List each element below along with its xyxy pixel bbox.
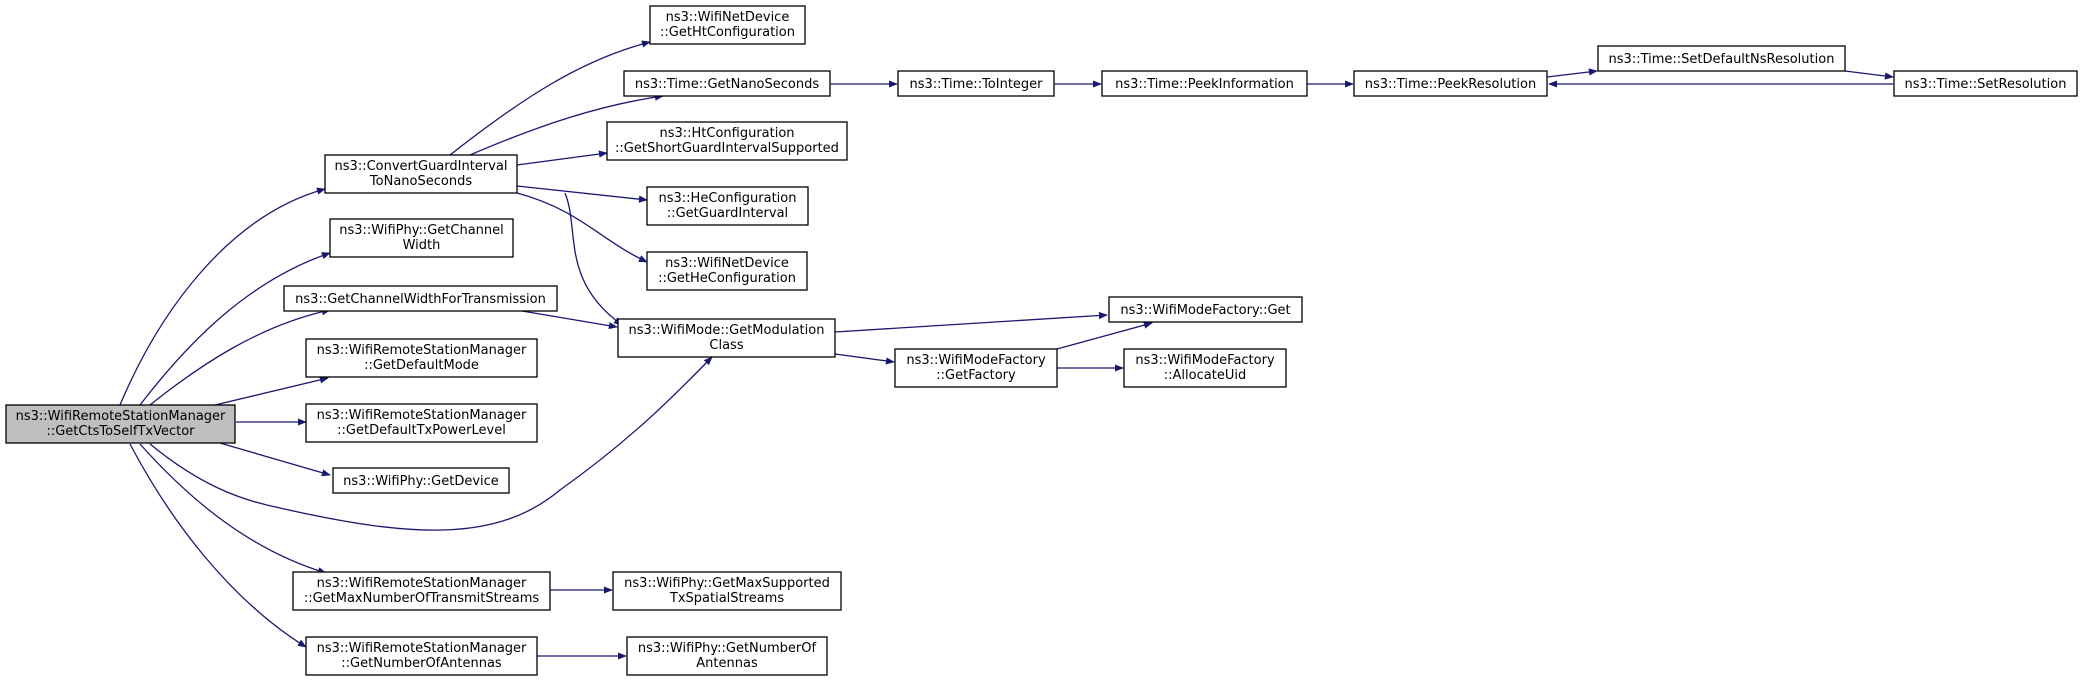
node-get-number-of-antennas[interactable]: ns3::WifiRemoteStationManager ::GetNumbe… xyxy=(305,636,538,676)
svg-text:Antennas: Antennas xyxy=(696,656,758,671)
svg-text:ns3::Time::SetDefaultNsResolut: ns3::Time::SetDefaultNsResolution xyxy=(1609,52,1835,67)
node-get-cts-to-self-tx-vector[interactable]: ns3::WifiRemoteStationManager ::GetCtsTo… xyxy=(5,404,236,444)
svg-text:ns3::WifiNetDevice: ns3::WifiNetDevice xyxy=(666,10,790,25)
edge-convert-to-nanosec xyxy=(469,93,664,156)
node-time-peek-information[interactable]: ns3::Time::PeekInformation xyxy=(1101,70,1308,97)
edge-convert-to-shortgi xyxy=(516,150,608,166)
node-get-channel-width-for-transmission[interactable]: ns3::GetChannelWidthForTransmission xyxy=(283,285,558,312)
node-wifimodefactory-get[interactable]: ns3::WifiModeFactory::Get xyxy=(1108,296,1303,323)
svg-text:Width: Width xyxy=(403,238,441,253)
node-convert-guard-interval-to-nano-seconds[interactable]: ns3::ConvertGuardInterval ToNanoSeconds xyxy=(324,154,518,194)
svg-text:ns3::WifiRemoteStationManager: ns3::WifiRemoteStationManager xyxy=(317,641,527,656)
node-wifiphy-get-device[interactable]: ns3::WifiPhy::GetDevice xyxy=(332,467,510,494)
svg-text:::GetCtsToSelfTxVector: ::GetCtsToSelfTxVector xyxy=(46,424,195,439)
svg-text:::GetDefaultTxPowerLevel: ::GetDefaultTxPowerLevel xyxy=(337,423,506,438)
svg-text:Class: Class xyxy=(709,338,743,353)
edge-root-to-chanwidth xyxy=(139,252,331,406)
svg-text:::GetShortGuardIntervalSupport: ::GetShortGuardIntervalSupported xyxy=(615,141,839,156)
node-time-peek-resolution[interactable]: ns3::Time::PeekResolution xyxy=(1353,70,1548,97)
svg-text:TxSpatialStreams: TxSpatialStreams xyxy=(669,591,784,606)
svg-text:::GetDefaultMode: ::GetDefaultMode xyxy=(364,358,479,373)
svg-text:ns3::WifiPhy::GetMaxSupported: ns3::WifiPhy::GetMaxSupported xyxy=(624,576,830,591)
svg-text:ns3::Time::PeekResolution: ns3::Time::PeekResolution xyxy=(1365,77,1536,92)
edge-modclass-to-factget xyxy=(834,311,1108,333)
node-time-get-nano-seconds[interactable]: ns3::Time::GetNanoSeconds xyxy=(623,70,831,97)
edge-root-to-maxstreams xyxy=(139,443,327,575)
svg-text:ns3::WifiRemoteStationManager: ns3::WifiRemoteStationManager xyxy=(16,409,226,424)
svg-text:ns3::ConvertGuardInterval: ns3::ConvertGuardInterval xyxy=(335,159,508,174)
node-get-default-mode[interactable]: ns3::WifiRemoteStationManager ::GetDefau… xyxy=(305,338,538,378)
svg-text:ns3::GetChannelWidthForTransmi: ns3::GetChannelWidthForTransmission xyxy=(295,292,546,307)
svg-text:ns3::WifiRemoteStationManager: ns3::WifiRemoteStationManager xyxy=(317,408,527,423)
edge-convert-to-heconf xyxy=(516,192,648,263)
edge-root-to-getdevice xyxy=(219,442,331,477)
svg-text:::GetHeConfiguration: ::GetHeConfiguration xyxy=(658,271,796,286)
edge-root-to-numant xyxy=(129,443,307,648)
edge-root-to-convert xyxy=(119,187,326,406)
svg-text:::GetGuardInterval: ::GetGuardInterval xyxy=(667,206,788,221)
node-heconfiguration-get-guard-interval[interactable]: ns3::HeConfiguration ::GetGuardInterval xyxy=(646,186,809,226)
edge-convert-to-guardint xyxy=(516,185,648,203)
node-wifiphy-get-number-of-antennas[interactable]: ns3::WifiPhy::GetNumberOf Antennas xyxy=(626,636,828,676)
node-time-to-integer[interactable]: ns3::Time::ToInteger xyxy=(897,70,1055,97)
svg-text:ns3::WifiMode::GetModulation: ns3::WifiMode::GetModulation xyxy=(629,323,825,338)
svg-text:ns3::WifiPhy::GetChannel: ns3::WifiPhy::GetChannel xyxy=(339,223,504,238)
svg-text:ns3::WifiPhy::GetDevice: ns3::WifiPhy::GetDevice xyxy=(343,474,499,489)
node-get-default-tx-power-level[interactable]: ns3::WifiRemoteStationManager ::GetDefau… xyxy=(305,403,538,443)
node-time-set-resolution[interactable]: ns3::Time::SetResolution xyxy=(1893,70,2078,97)
edge-peekres-to-setdefns xyxy=(1546,68,1598,78)
svg-text:ns3::Time::PeekInformation: ns3::Time::PeekInformation xyxy=(1115,77,1294,92)
edge-modclass-to-getfactory xyxy=(834,353,895,365)
edge-convert-to-modclass xyxy=(564,192,623,326)
svg-text:ns3::WifiModeFactory: ns3::WifiModeFactory xyxy=(1135,353,1275,368)
svg-text:::GetMaxNumberOfTransmitStream: ::GetMaxNumberOfTransmitStreams xyxy=(304,591,540,606)
svg-text:ns3::WifiModeFactory::Get: ns3::WifiModeFactory::Get xyxy=(1120,303,1290,318)
edge-root-to-defmode xyxy=(214,376,329,406)
node-wifiphy-get-channel-width[interactable]: ns3::WifiPhy::GetChannel Width xyxy=(329,218,514,258)
svg-text:ns3::Time::ToInteger: ns3::Time::ToInteger xyxy=(909,77,1043,92)
node-wifinetdevice-get-ht-configuration[interactable]: ns3::WifiNetDevice ::GetHtConfiguration xyxy=(649,5,806,45)
node-wifimode-get-modulation-class[interactable]: ns3::WifiMode::GetModulation Class xyxy=(617,318,836,358)
svg-text:ns3::HtConfiguration: ns3::HtConfiguration xyxy=(659,126,794,141)
edge-root-to-chanwidthtx xyxy=(149,308,331,406)
svg-text:ns3::WifiRemoteStationManager: ns3::WifiRemoteStationManager xyxy=(317,343,527,358)
svg-text:ns3::WifiRemoteStationManager: ns3::WifiRemoteStationManager xyxy=(317,576,527,591)
graph-nodes: ns3::WifiRemoteStationManager ::GetCtsTo… xyxy=(5,5,2078,676)
svg-text:::AllocateUid: ::AllocateUid xyxy=(1164,368,1246,383)
svg-text:ns3::WifiNetDevice: ns3::WifiNetDevice xyxy=(665,256,789,271)
svg-text:::GetNumberOfAntennas: ::GetNumberOfAntennas xyxy=(341,656,502,671)
edge-convert-to-htconf xyxy=(449,40,651,156)
edge-root-to-modclass xyxy=(149,356,713,531)
svg-text:ToNanoSeconds: ToNanoSeconds xyxy=(369,174,472,189)
edge-getfactory-to-factget xyxy=(1056,321,1153,350)
svg-text:::GetHtConfiguration: ::GetHtConfiguration xyxy=(660,25,795,40)
node-htconfiguration-get-short-guard-interval-supported[interactable]: ns3::HtConfiguration ::GetShortGuardInte… xyxy=(606,121,848,161)
node-get-max-number-of-transmit-streams[interactable]: ns3::WifiRemoteStationManager ::GetMaxNu… xyxy=(292,571,551,611)
svg-text:ns3::WifiPhy::GetNumberOf: ns3::WifiPhy::GetNumberOf xyxy=(638,641,817,656)
edge-chanwidthtx-to-modclass xyxy=(521,310,618,330)
node-wifiphy-get-max-supported-tx-spatial-streams[interactable]: ns3::WifiPhy::GetMaxSupported TxSpatialS… xyxy=(612,571,842,611)
svg-text:ns3::Time::SetResolution: ns3::Time::SetResolution xyxy=(1905,77,2067,92)
svg-text:ns3::Time::GetNanoSeconds: ns3::Time::GetNanoSeconds xyxy=(635,77,820,92)
node-wifimodefactory-get-factory[interactable]: ns3::WifiModeFactory ::GetFactory xyxy=(894,348,1058,388)
svg-text:ns3::HeConfiguration: ns3::HeConfiguration xyxy=(659,191,797,206)
svg-text:::GetFactory: ::GetFactory xyxy=(936,368,1016,383)
node-time-set-default-ns-resolution[interactable]: ns3::Time::SetDefaultNsResolution xyxy=(1597,45,1846,72)
node-wifinetdevice-get-he-configuration[interactable]: ns3::WifiNetDevice ::GetHeConfiguration xyxy=(646,251,808,291)
edge-setdefns-to-setres xyxy=(1844,70,1894,80)
node-wifimodefactory-allocate-uid[interactable]: ns3::WifiModeFactory ::AllocateUid xyxy=(1123,348,1287,388)
svg-text:ns3::WifiModeFactory: ns3::WifiModeFactory xyxy=(906,353,1046,368)
edges xyxy=(119,40,1894,660)
